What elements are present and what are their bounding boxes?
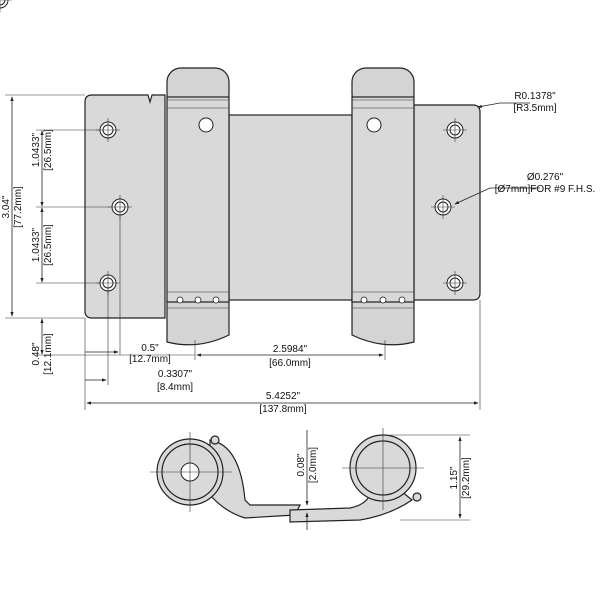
barrel-right xyxy=(351,96,415,303)
hinge-side-view: 0.08" [2.0mm] 1.15" [29.2mm] xyxy=(150,428,472,530)
adjust-holes xyxy=(176,296,406,304)
pin-hole xyxy=(198,117,214,133)
dim-hole-offset-x-in: 0.3307" xyxy=(158,369,193,380)
dim-pin-spacing-mm: [66.0mm] xyxy=(269,358,311,369)
dim-hole-diameter-mm: [Ø7mm]FOR #9 F.H.S. xyxy=(495,184,596,195)
hinge-front-view xyxy=(0,0,481,346)
dim-barrel-depth-mm: [29.2mm] xyxy=(461,457,472,499)
center-plate xyxy=(228,114,353,301)
dim-hole-edge-x-mm: [12.7mm] xyxy=(129,354,171,365)
dim-hole-spacing-lower-mm: [26.5mm] xyxy=(43,224,54,266)
dim-corner-radius-mm: [R3.5mm] xyxy=(513,103,557,114)
bottom-knuckle-left xyxy=(166,299,230,346)
dim-overall-width-in: 5.4252" xyxy=(266,391,301,402)
dim-barrel-depth-in: 1.15" xyxy=(449,466,460,489)
dim-pin-spacing-in: 2.5984" xyxy=(273,344,308,355)
side-leaf-left xyxy=(209,439,301,519)
dim-bottom-offset-in: 0.48" xyxy=(31,342,42,365)
dim-overall-width-mm: [137.8mm] xyxy=(259,404,306,415)
dimension-labels: 3.04" [77.2mm] 1.0433" [26.5mm] 1.0433" … xyxy=(1,91,595,415)
dim-hole-spacing-upper-in: 1.0433" xyxy=(31,132,42,167)
pin-hole xyxy=(366,117,382,133)
dim-overall-height-mm: [77.2mm] xyxy=(13,186,24,228)
dim-hole-spacing-upper-mm: [26.5mm] xyxy=(43,129,54,171)
dimension-lines xyxy=(5,94,540,410)
dim-hole-edge-x-in: 0.5" xyxy=(141,343,159,354)
dim-hole-diameter-in: Ø0.276" xyxy=(527,172,564,183)
dim-overall-height-in: 3.04" xyxy=(1,195,12,218)
dim-plate-thickness-in: 0.08" xyxy=(296,453,307,476)
dim-plate-thickness-mm: [2.0mm] xyxy=(308,447,319,483)
bottom-knuckle-right xyxy=(351,299,415,346)
dim-corner-radius-in: R0.1378" xyxy=(514,91,556,102)
barrel-left xyxy=(166,96,230,303)
dim-hole-offset-x-mm: [8.4mm] xyxy=(157,382,193,393)
dim-hole-spacing-lower-in: 1.0433" xyxy=(31,227,42,262)
screw-holes xyxy=(0,0,468,296)
dim-bottom-offset-mm: [12.1mm] xyxy=(43,333,54,375)
